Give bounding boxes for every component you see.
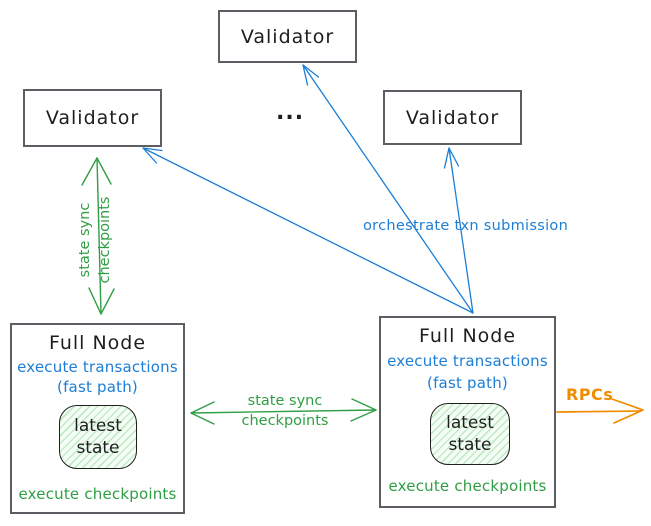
full-node-left-exec-line1: execute transactions: [17, 358, 178, 376]
validator-top-label: Validator: [240, 25, 335, 48]
latest-state-right-box: latest state: [430, 403, 510, 465]
full-node-right-exec-line1: execute transactions: [387, 352, 548, 370]
validator-left-box: Validator: [23, 89, 162, 147]
validators-ellipsis: ...: [276, 100, 305, 125]
full-node-right-box: Full Node execute transactions (fast pat…: [379, 316, 556, 508]
state-sync-vertical-label: state sync checkpoints: [75, 165, 119, 315]
validator-right-label: Validator: [405, 106, 500, 129]
state-sync-horizontal-line1: state sync: [247, 393, 323, 409]
validator-top-box: Validator: [218, 10, 357, 63]
validator-right-box: Validator: [383, 90, 522, 145]
full-node-right-footer: execute checkpoints: [388, 477, 547, 495]
rpcs-label: RPCs: [566, 385, 614, 404]
state-sync-vertical-line1: state sync: [77, 202, 93, 278]
latest-state-left-line1: latest: [74, 416, 122, 436]
latest-state-right-line1: latest: [446, 413, 494, 433]
state-sync-horizontal-label: state sync checkpoints: [205, 391, 365, 431]
full-node-left-title: Full Node: [48, 332, 147, 354]
orchestrate-txn-label: orchestrate txn submission: [363, 218, 569, 234]
full-node-left-box: Full Node execute transactions (fast pat…: [10, 323, 185, 514]
full-node-right-title: Full Node: [418, 325, 517, 347]
full-node-right-exec-line2: (fast path): [427, 374, 508, 392]
latest-state-left-line2: state: [76, 438, 120, 458]
latest-state-left-box: latest state: [59, 405, 137, 469]
state-sync-vertical-line2: checkpoints: [97, 196, 113, 284]
full-node-left-exec-line2: (fast path): [57, 378, 138, 396]
full-node-left-footer: execute checkpoints: [18, 485, 177, 503]
latest-state-right-line2: state: [448, 435, 492, 455]
validator-left-label: Validator: [45, 107, 140, 129]
state-sync-horizontal-line2: checkpoints: [241, 413, 329, 429]
